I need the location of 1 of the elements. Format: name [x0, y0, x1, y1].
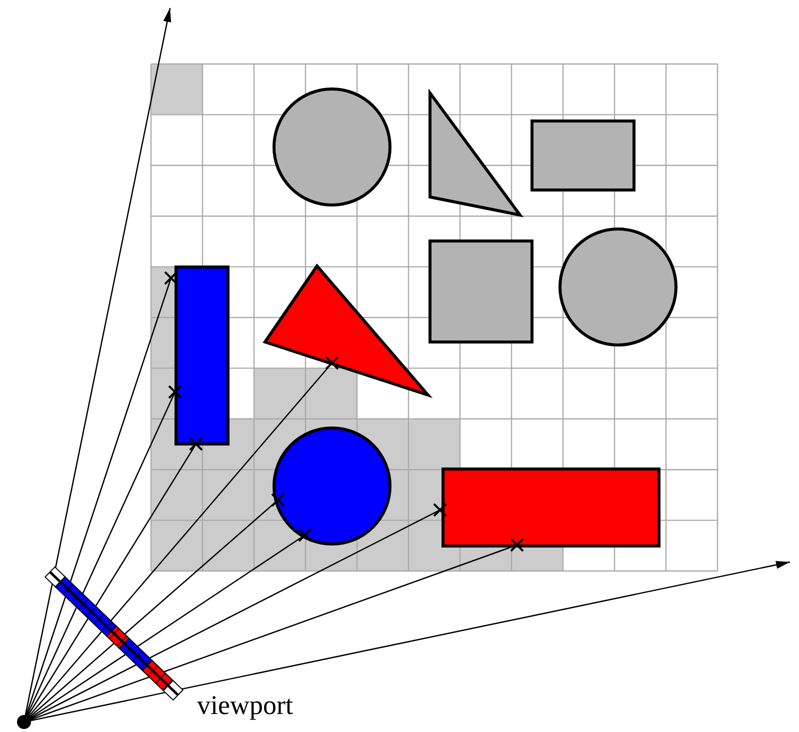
viewport-caption: viewport — [197, 692, 293, 719]
